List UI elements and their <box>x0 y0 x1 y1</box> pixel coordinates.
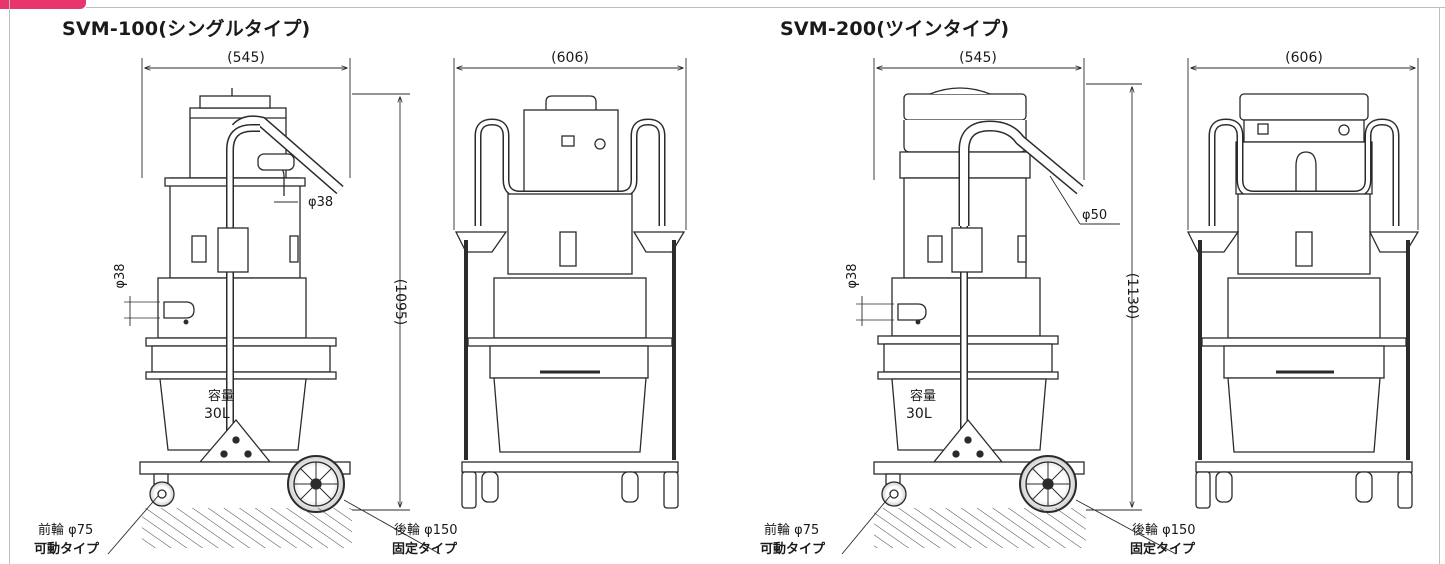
svm100-hose-inner <box>233 116 343 194</box>
svm100-front-view <box>107 58 441 555</box>
model-title-svm200: SVM-200(ツインタイプ) <box>780 18 1010 40</box>
svm100-rear-wheel-leader <box>343 499 441 555</box>
sheet-left-border <box>9 0 10 564</box>
svm100-front-wheel-type: 可動タイプ <box>34 541 100 557</box>
svm200-side-body <box>1227 277 1381 339</box>
svm200-side-motor-cap <box>1239 93 1369 121</box>
svm200-capacity-value: 30L <box>906 406 932 422</box>
svm100-inlet-port <box>163 301 195 319</box>
svm200-hose-dia-label: φ50 <box>1082 208 1107 223</box>
svm200-inlet-port <box>897 303 927 321</box>
svm100-ground-hatch <box>142 508 352 548</box>
svm100-side-width-label: (606) <box>551 50 589 66</box>
svm100-side-wheel-right <box>621 471 639 503</box>
svm200-inlet-dia-label: φ38 <box>845 263 860 288</box>
svm100-height-label: (1095) <box>392 279 408 326</box>
svm100-rear-wheel-type: 固定タイプ <box>392 541 458 557</box>
svm200-front-wheel-type: 可動タイプ <box>760 541 826 557</box>
svm200-handle-clamp <box>951 227 983 273</box>
svm200-front-width-label: (545) <box>959 50 997 66</box>
svm200-height-label: (1130) <box>1124 273 1140 320</box>
svm100-inlet-dia-label: φ38 <box>113 263 128 288</box>
svm200-hose-leader <box>1049 175 1081 225</box>
sheet-right-border <box>1439 7 1440 564</box>
svm100-side-view <box>453 58 687 509</box>
corner-tab <box>0 0 86 9</box>
svm100-side-motor <box>523 109 619 193</box>
svm200-rear-wheel-label: 後輪 φ150 <box>1132 522 1196 538</box>
svm200-side-container <box>1227 377 1381 453</box>
svm100-clamp-left <box>191 235 207 263</box>
svm200-front-wheel-label: 前輪 φ75 <box>764 522 819 538</box>
svm100-front-wheel-leader <box>107 495 159 555</box>
svm200-ground-hatch <box>874 508 1086 548</box>
sheet-top-border <box>86 7 1445 8</box>
svm200-front-view <box>841 58 1177 555</box>
svm200-capacity-label: 容量 <box>910 388 936 404</box>
svm100-rear-wheel-label: 後輪 φ150 <box>394 522 458 538</box>
svm100-side-container <box>493 377 647 453</box>
svm200-dust-container <box>891 378 1047 451</box>
svm100-front-wheel-label: 前輪 φ75 <box>38 522 93 538</box>
svm100-side-base <box>461 461 679 473</box>
svm100-motor-lid <box>199 95 271 109</box>
svm200-side-width-label: (606) <box>1285 50 1323 66</box>
svm200-side-view <box>1186 58 1420 509</box>
svm100-hose-dia-label: φ38 <box>308 195 333 210</box>
svm100-handle-clamp <box>217 227 249 273</box>
svm200-motor-cap <box>903 93 1027 121</box>
svm100-front-width-label: (545) <box>227 50 265 66</box>
model-title-svm100: SVM-100(シングルタイプ) <box>62 18 311 40</box>
svm200-rear-wheel-type: 固定タイプ <box>1130 541 1196 557</box>
svm100-capacity-label: 容量 <box>208 388 234 404</box>
svm100-side-wheel-left <box>481 471 499 503</box>
svm100-capacity-value: 30L <box>204 406 230 422</box>
svm100-side-body <box>493 277 647 339</box>
svm100-tray-rim <box>145 337 337 347</box>
svm100-side-handle-grip <box>545 95 597 110</box>
svm200-side-base <box>1195 461 1413 473</box>
